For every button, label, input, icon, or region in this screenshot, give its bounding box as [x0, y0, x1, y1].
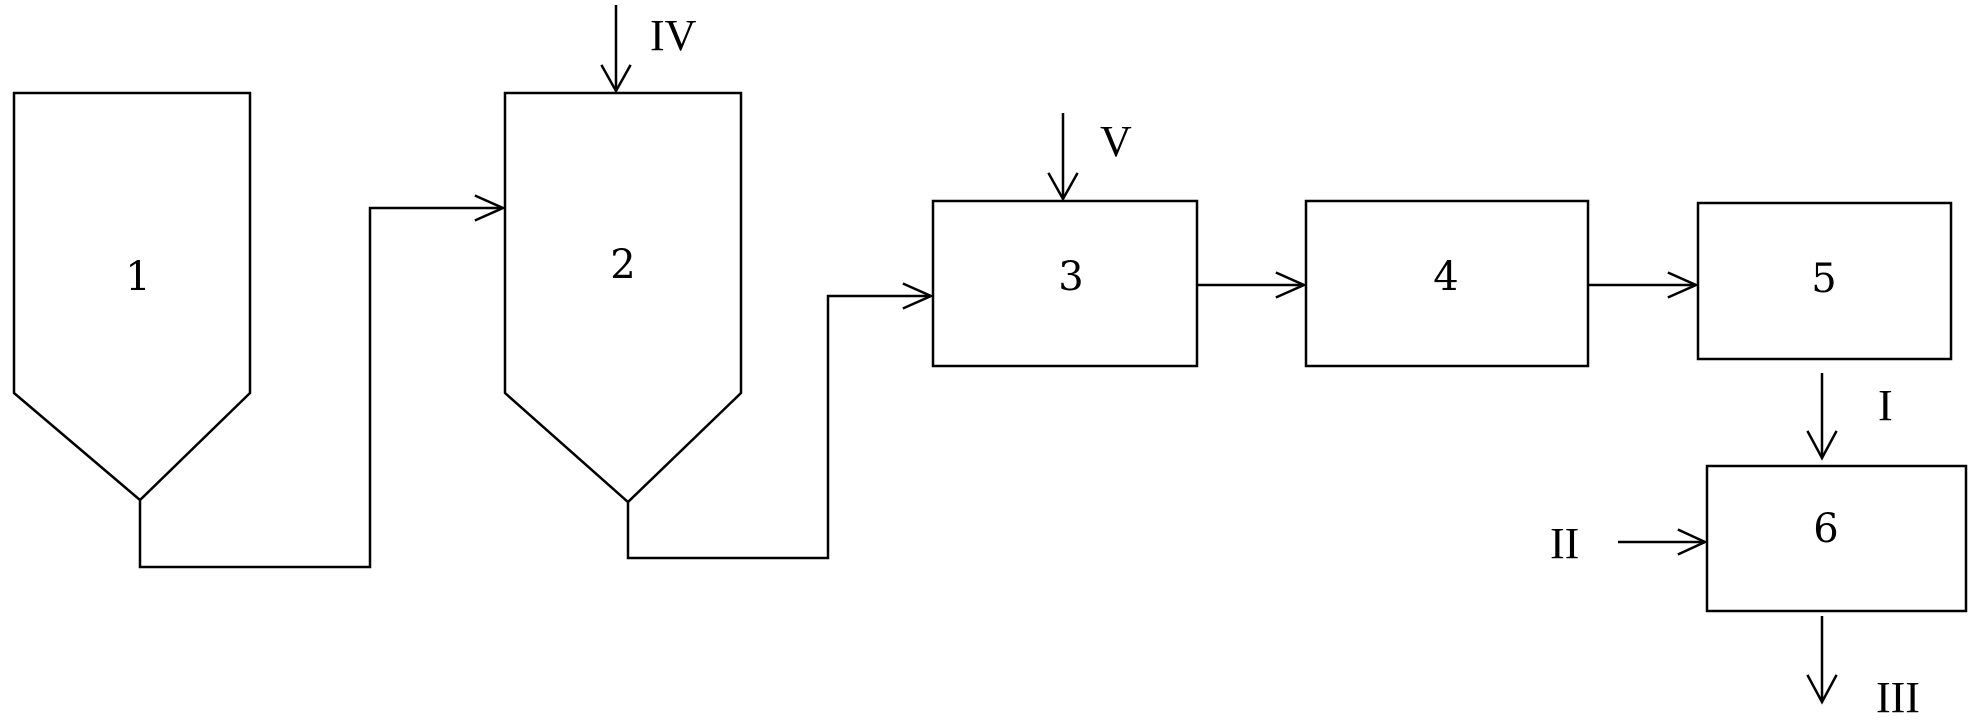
node-5-label: 5	[1811, 256, 1836, 302]
node-4-box	[1304, 199, 1590, 368]
stream-iv-arrowhead	[600, 64, 632, 94]
stream-ii-label: II	[1550, 519, 1579, 568]
edge-1-to-2-line	[138, 206, 503, 569]
node-1: 1	[12, 91, 252, 502]
node-4-label: 4	[1433, 254, 1458, 300]
stream-ii: II	[1550, 519, 1708, 568]
edge-1-to-2	[138, 194, 507, 569]
edge-2-to-3-arrowhead	[902, 282, 935, 310]
node-4: 4	[1304, 199, 1590, 368]
edge-4-to-5-arrowhead	[1667, 271, 1700, 299]
node-5-box	[1696, 201, 1953, 361]
edge-2-to-3	[626, 282, 935, 560]
stream-iv: IV	[600, 5, 697, 94]
node-5: 5	[1696, 201, 1953, 361]
edge-3-to-4-arrowhead	[1275, 271, 1308, 299]
stream-v: V	[1047, 113, 1132, 202]
stream-v-arrowhead	[1047, 172, 1079, 202]
edge-5-to-6-arrowhead	[1806, 430, 1838, 461]
stream-iii-label: III	[1876, 673, 1920, 720]
stream-iv-label: IV	[650, 11, 697, 60]
node-3-box	[931, 199, 1199, 368]
edge-2-to-3-line	[626, 294, 931, 560]
stream-iii-arrowhead	[1806, 674, 1838, 705]
node-3: 3	[931, 199, 1199, 368]
node-3-label: 3	[1058, 254, 1083, 300]
edge-4-to-5	[1588, 271, 1700, 299]
stream-i-label: I	[1878, 381, 1893, 430]
node-1-hopper-shape	[12, 91, 252, 502]
edge-3-to-4	[1197, 271, 1308, 299]
node-1-label: 1	[125, 254, 150, 300]
edge-1-to-2-arrowhead	[474, 194, 507, 222]
stream-iii: III	[1806, 616, 1920, 720]
stream-ii-arrowhead	[1677, 528, 1708, 556]
edge-5-to-6: I	[1806, 373, 1893, 461]
node-6: 6	[1705, 464, 1968, 613]
stream-v-label: V	[1100, 117, 1132, 166]
node-2-label: 2	[610, 242, 635, 288]
node-6-label: 6	[1813, 506, 1838, 552]
node-2: 2	[503, 91, 743, 504]
node-2-hopper-shape	[503, 91, 743, 504]
node-6-box	[1705, 464, 1968, 613]
